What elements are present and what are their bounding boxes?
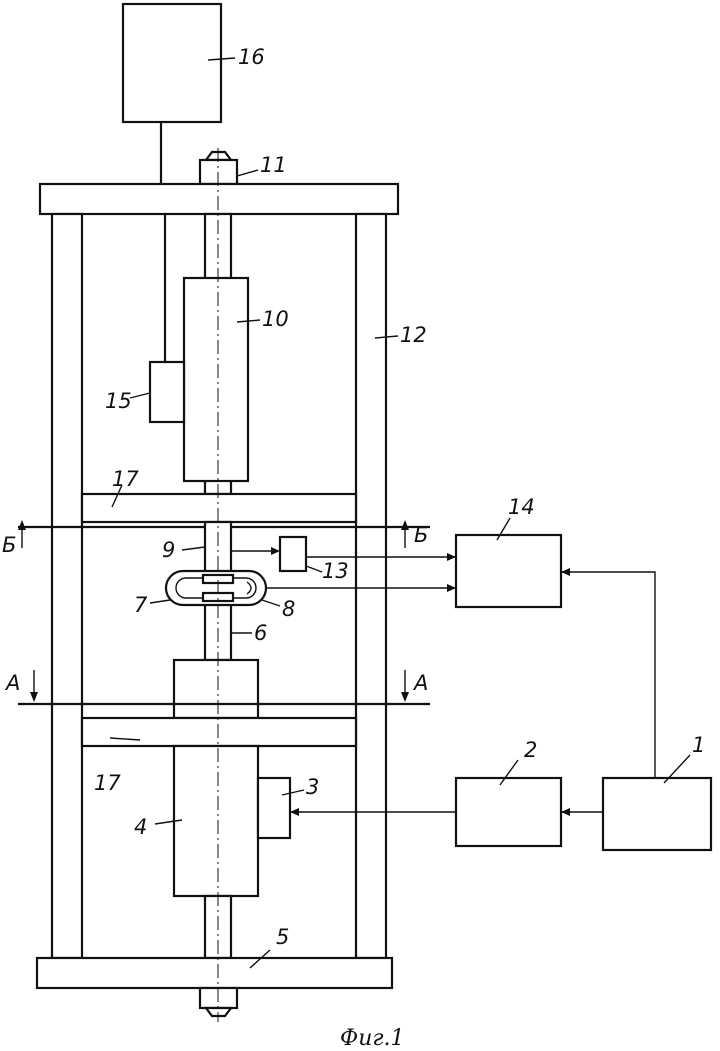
arrow-head-14c — [561, 568, 570, 576]
label-10: 10 — [262, 307, 289, 331]
label-7: 7 — [134, 593, 148, 617]
section-b-right-head — [401, 520, 409, 530]
label-6: 6 — [254, 621, 267, 645]
line-1-14 — [562, 572, 655, 778]
label-17a: 17 — [112, 467, 139, 491]
block-14 — [456, 535, 561, 607]
leader-15 — [130, 393, 150, 398]
block-15 — [150, 362, 184, 422]
left-column — [52, 214, 82, 958]
block-1 — [603, 778, 711, 850]
section-a-right-head — [401, 692, 409, 702]
block-2 — [456, 778, 561, 846]
label-16: 16 — [238, 45, 265, 69]
label-1: 1 — [692, 733, 705, 757]
label-4: 4 — [134, 815, 147, 839]
arrow-head-2 — [561, 808, 570, 816]
section-a-left-head — [30, 692, 38, 702]
arrow-head-3 — [290, 808, 299, 816]
label-2: 2 — [524, 738, 537, 762]
section-a-right-label: А — [412, 671, 428, 695]
upper-traverse-17 — [82, 494, 356, 522]
arrow-head-14a — [447, 553, 456, 561]
leader-8 — [262, 600, 280, 606]
base-plate-5 — [37, 958, 392, 988]
label-15: 15 — [105, 389, 132, 413]
section-b-right-label: Б — [414, 523, 428, 547]
label-3: 3 — [306, 775, 319, 799]
actuator-4 — [174, 746, 258, 896]
leader-7 — [150, 600, 170, 603]
label-17b: 17 — [94, 771, 121, 795]
label-9: 9 — [162, 538, 175, 562]
block-16 — [123, 4, 221, 122]
figure-caption: Фиг.1 — [340, 1026, 405, 1051]
arrow-head-13 — [271, 547, 280, 555]
section-a-left-label: А — [4, 671, 20, 695]
block-13 — [280, 537, 306, 571]
label-11: 11 — [260, 153, 287, 177]
right-column — [356, 214, 386, 958]
arrow-head-14b — [447, 584, 456, 592]
lower-grip-head — [174, 660, 258, 718]
label-5: 5 — [276, 925, 289, 949]
label-13: 13 — [322, 559, 349, 583]
section-b-left-label: Б — [2, 533, 16, 557]
label-12: 12 — [400, 323, 427, 347]
lower-traverse-17 — [82, 718, 356, 746]
leader-11 — [237, 170, 258, 176]
cylinder-10 — [184, 278, 248, 481]
leader-9 — [182, 547, 205, 550]
label-14: 14 — [508, 495, 535, 519]
leader-13 — [306, 566, 322, 572]
block-3 — [258, 778, 290, 838]
top-plate — [40, 184, 398, 214]
section-b-left-head — [18, 520, 26, 530]
label-8: 8 — [282, 597, 295, 621]
